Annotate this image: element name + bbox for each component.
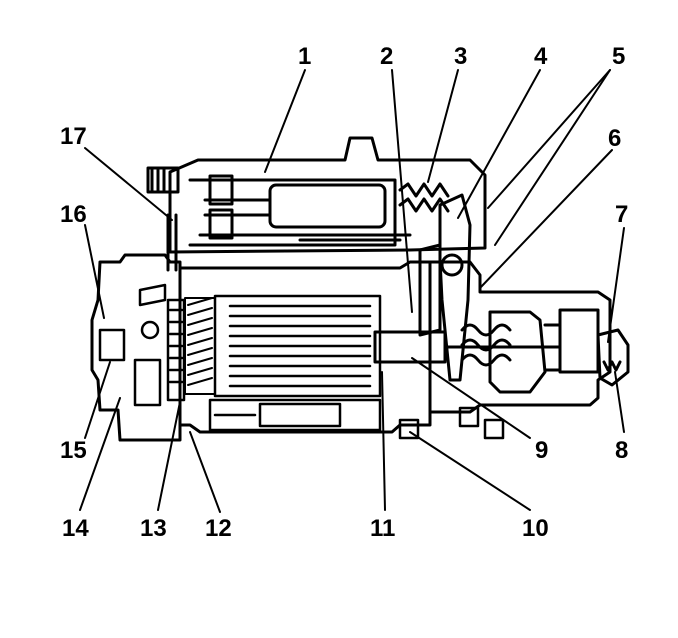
commutator: [184, 297, 216, 395]
leader-6: [479, 149, 613, 289]
leader-5b: [494, 69, 611, 246]
leader-16: [84, 224, 105, 319]
leader-17: [84, 147, 173, 221]
leader-2: [391, 69, 413, 313]
callout-11: 11: [370, 515, 395, 542]
solenoid: [146, 136, 487, 254]
callout-15: 15: [60, 437, 87, 464]
leader-8: [614, 371, 625, 433]
leader-1: [264, 69, 306, 173]
callout-7: 7: [615, 201, 628, 228]
callout-9: 9: [535, 437, 548, 464]
drive-pinion: [460, 310, 562, 394]
leader-4: [457, 69, 541, 219]
leader-9: [411, 357, 531, 439]
callout-1: 1: [298, 43, 311, 70]
motor-housing: [90, 253, 612, 442]
leader-13: [157, 401, 181, 511]
armature: [213, 294, 382, 398]
callout-5: 5: [612, 43, 625, 70]
field-frame: [208, 398, 382, 432]
leader-lines: [79, 69, 625, 513]
callout-6: 6: [608, 125, 621, 152]
nose-bushing: [596, 328, 630, 387]
callout-labels: 1 2 3 4 5 6 7 8 9 10 11 12 13 14 15 16 1…: [60, 43, 628, 542]
leader-11: [381, 371, 386, 511]
callout-8: 8: [615, 437, 628, 464]
mounting-bolts: [398, 406, 505, 440]
leader-3: [427, 69, 459, 183]
callout-13: 13: [140, 515, 167, 542]
rear-cap-details: [98, 283, 167, 407]
brush-holder: [166, 298, 186, 402]
through-bolt: [166, 213, 178, 272]
callout-16: 16: [60, 201, 87, 228]
armature-shaft: [373, 330, 562, 364]
callout-2: 2: [380, 43, 393, 70]
callout-3: 3: [454, 43, 467, 70]
leader-12: [189, 431, 221, 513]
leader-7: [607, 227, 625, 343]
leader-10: [409, 431, 531, 511]
leader-15: [84, 361, 111, 439]
callout-14: 14: [62, 515, 89, 542]
callout-17: 17: [60, 123, 87, 150]
callout-12: 12: [205, 515, 232, 542]
callout-10: 10: [522, 515, 549, 542]
leader-5a: [487, 69, 611, 209]
leader-14: [79, 397, 121, 511]
callout-4: 4: [534, 43, 548, 70]
